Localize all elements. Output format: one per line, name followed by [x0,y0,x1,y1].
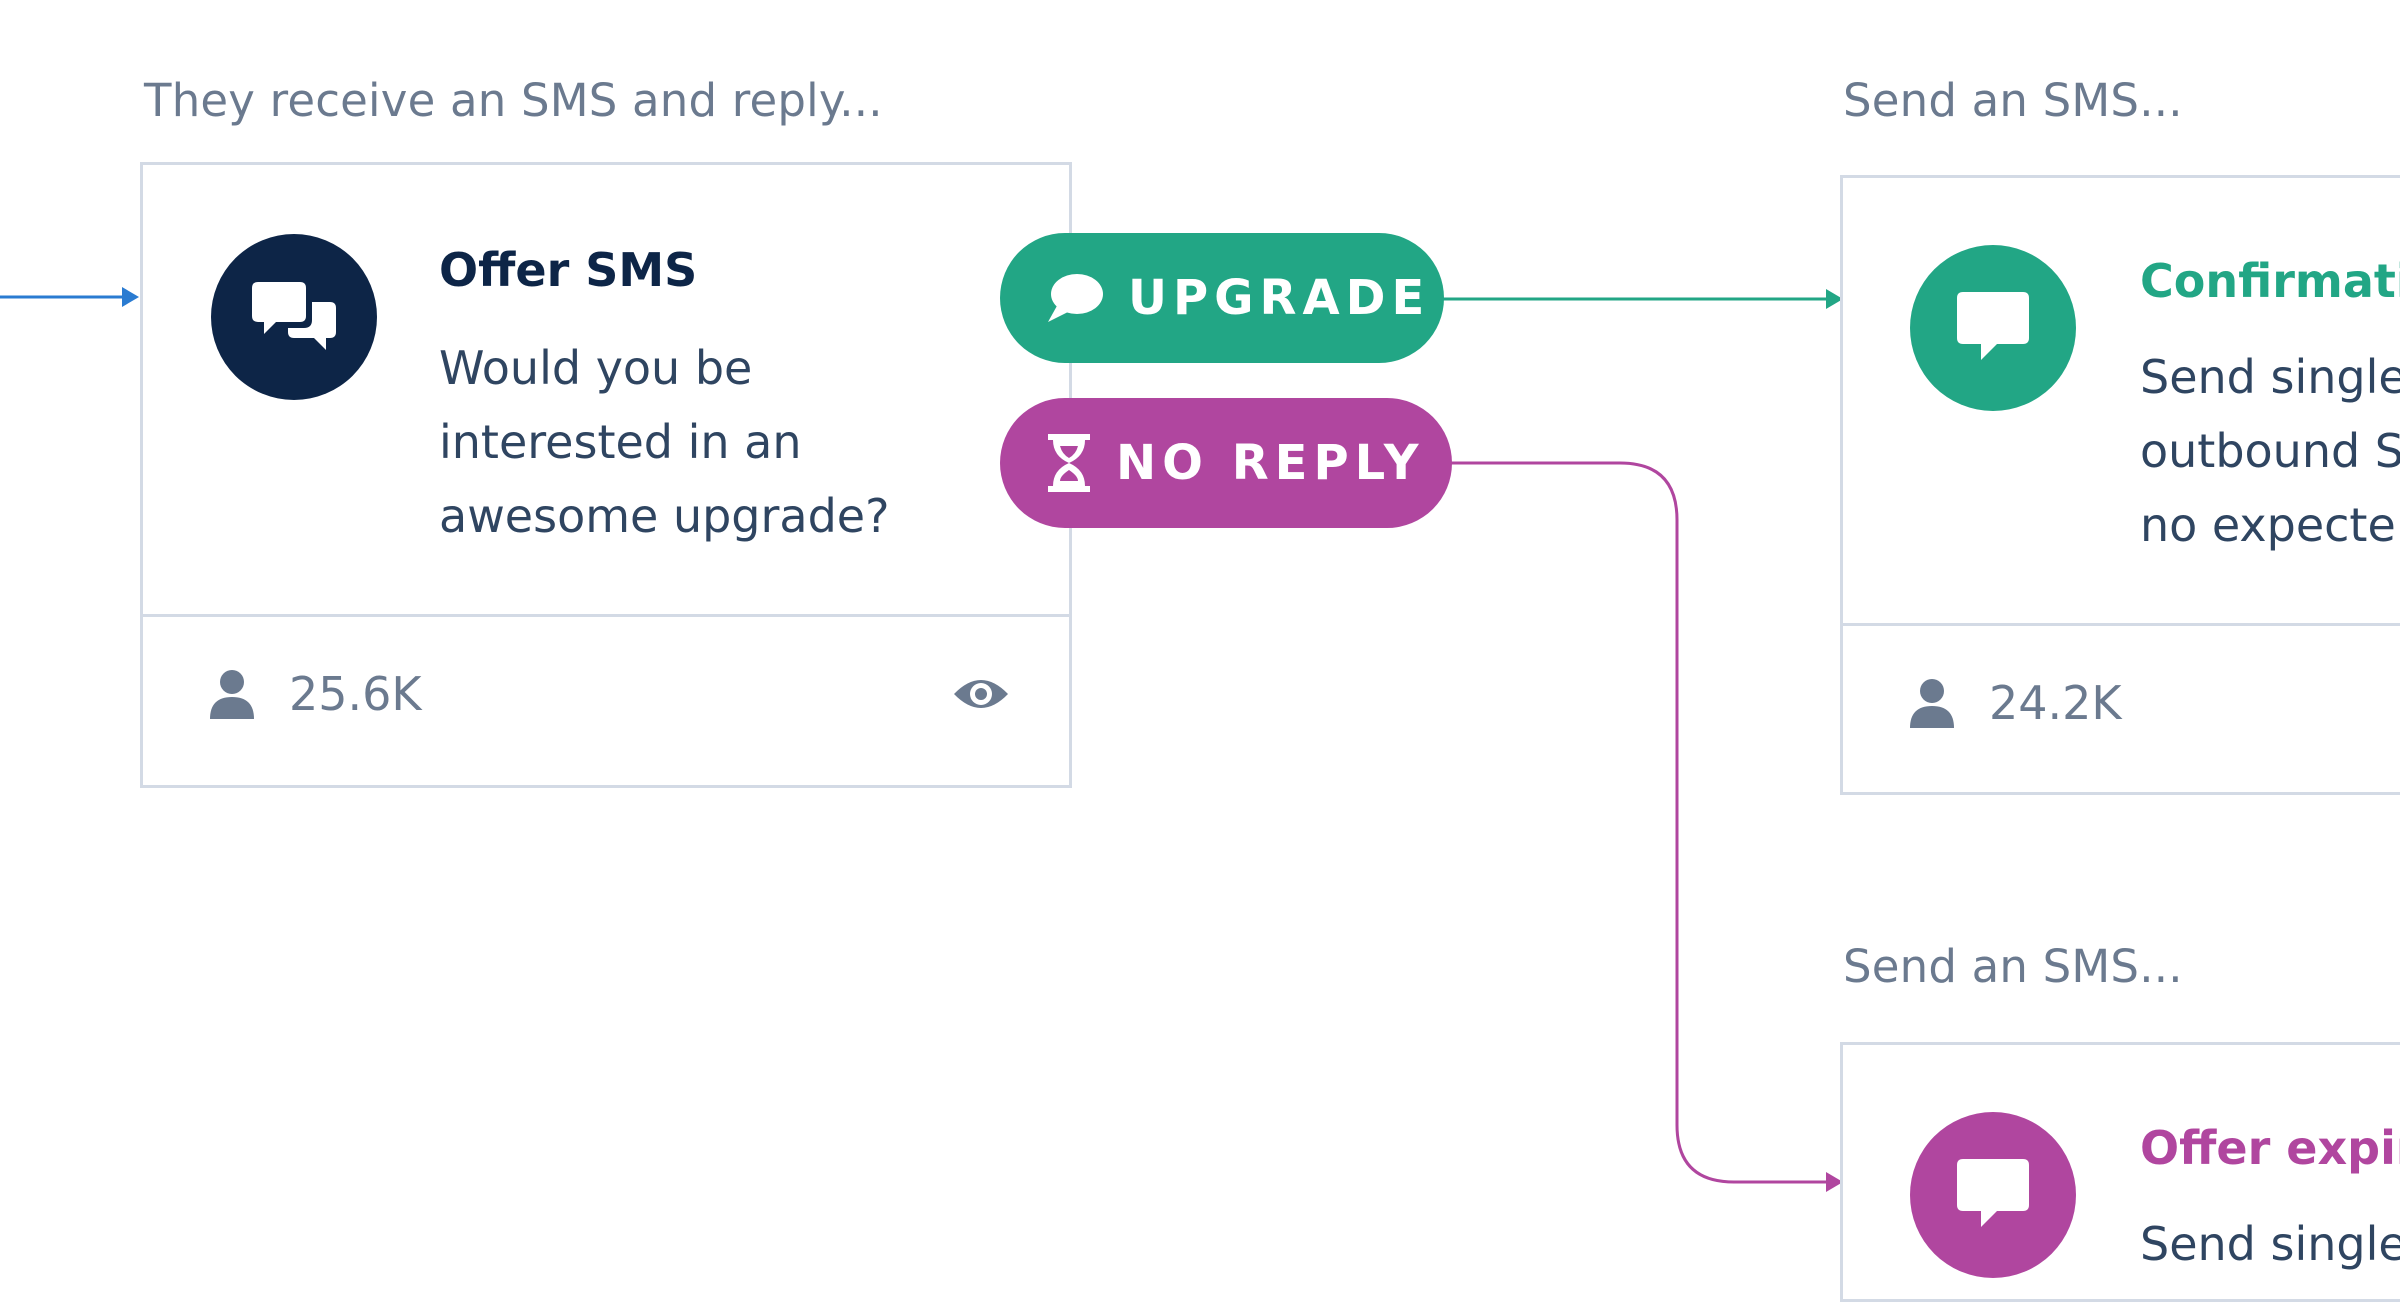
body-line: Would you be [439,341,753,395]
no-reply-label: NO REPLY [1116,435,1425,491]
message-icon [1910,245,2076,411]
card-title: Confirmati [2140,254,2400,308]
recipient-count: 25.6K [289,667,422,721]
offer-sms-card[interactable]: Offer SMS Would you be interested in an … [140,162,1072,788]
section-label-reply: They receive an SMS and reply... [144,74,883,127]
card-footer: 25.6K [143,614,1069,785]
confirmation-card[interactable]: Confirmati Send single outbound S no exp… [1840,175,2400,795]
upgrade-arrowhead [1826,289,1843,309]
incoming-arrowhead [122,287,139,307]
section-label-send-sms: Send an SMS... [1843,74,2183,127]
card-title: Offer expir [2140,1121,2400,1175]
card-body: Would you be interested in an awesome up… [439,331,890,553]
message-icon [1910,1112,2076,1278]
body-line: Send single [2140,350,2400,404]
offer-expired-card[interactable]: Offer expir Send single [1840,1042,2400,1302]
section-label-send-sms: Send an SMS... [1843,940,2183,993]
body-line: no expecte [2140,498,2396,552]
speech-bubble-icon [1046,272,1104,324]
no-reply-connector [1450,461,1826,1184]
no-reply-arrowhead [1826,1172,1843,1192]
card-body: Send single outbound S no expecte [2140,340,2400,562]
body-line: Send single [2140,1217,2400,1271]
flow-connectors [0,287,1843,1192]
card-footer: 24.2K [1843,623,2400,792]
user-icon [1909,678,1955,734]
card-body: Send single [2140,1207,2400,1281]
eye-icon[interactable] [952,673,1010,719]
no-reply-branch-pill[interactable]: NO REPLY [1000,398,1452,528]
upgrade-branch-pill[interactable]: UPGRADE [1000,233,1444,363]
chat-bubbles-icon [211,234,377,400]
body-line: interested in an [439,415,802,469]
body-line: awesome upgrade? [439,489,890,543]
hourglass-icon [1046,434,1092,492]
card-title: Offer SMS [439,243,698,297]
user-icon [209,669,255,725]
body-line: outbound S [2140,424,2400,478]
upgrade-label: UPGRADE [1128,270,1431,326]
flow-canvas: They receive an SMS and reply... Offer S… [0,74,2400,1302]
recipient-count: 24.2K [1989,676,2122,730]
